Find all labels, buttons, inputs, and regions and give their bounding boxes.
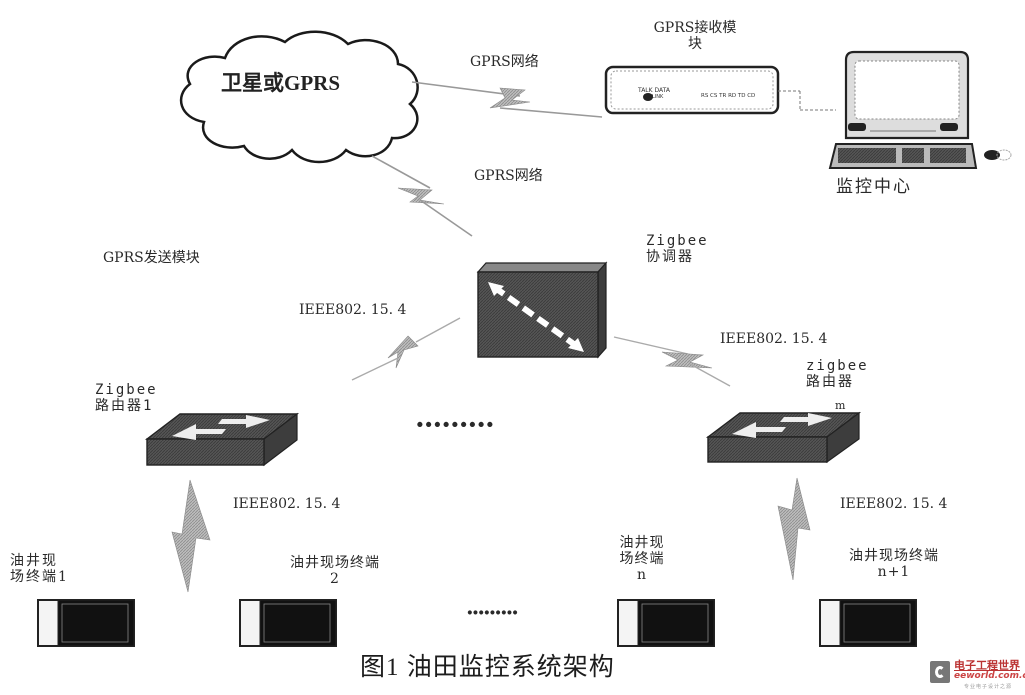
gprs-receiver-module bbox=[604, 65, 836, 115]
routers-ellipsis: ········· bbox=[415, 408, 495, 441]
led-icon bbox=[643, 93, 653, 101]
cloud-icon bbox=[179, 30, 419, 164]
gprs-receiver-label-line1: GPRS接收模 bbox=[653, 20, 737, 36]
router-1-label-line1: Zigbee bbox=[95, 382, 158, 398]
receiver-panel-left: TALK DATA bbox=[637, 87, 671, 94]
figure-caption: 图1 油田监控系统架构 bbox=[360, 654, 615, 681]
terminals-ellipsis: ········· bbox=[466, 600, 519, 626]
terminal-device-2-icon bbox=[239, 599, 337, 647]
terminal-n-label-line3: n bbox=[636, 567, 648, 584]
terminal-n-label-line1: 油井现 bbox=[619, 535, 665, 551]
gprs-sender-label: GPRS发送模块 bbox=[103, 250, 200, 266]
ieee-label-left: IEEE802. 15. 4 bbox=[299, 302, 407, 318]
zigbee-coordinator-icon bbox=[476, 261, 608, 359]
gprs-top-link-icon bbox=[411, 81, 603, 118]
terminal-n-label: 油井现 场终端 n bbox=[612, 535, 672, 583]
watermark-sub: 专业电子设计之源 bbox=[964, 684, 1013, 690]
terminal-1-label-line2: 场终端1 bbox=[10, 569, 69, 586]
terminal-n1-label-line1: 油井现场终端 bbox=[849, 548, 939, 564]
ieee-bottom-right-link-icon bbox=[777, 477, 811, 581]
terminal-2-label: 油井现场终端 2 bbox=[280, 555, 390, 587]
ieee-bottom-left-link-icon bbox=[171, 479, 211, 593]
ieee-right-link-icon bbox=[613, 336, 731, 387]
gprs-network-label-top: GPRS网络 bbox=[470, 54, 539, 70]
terminal-n1-label-line2: n+1 bbox=[877, 564, 911, 581]
router-m-index: m bbox=[835, 399, 846, 412]
terminal-2-label-line2: 2 bbox=[330, 571, 340, 588]
router-m-label: zigbee 路由器 bbox=[806, 358, 869, 390]
zigbee-router-m-icon bbox=[705, 411, 862, 464]
terminal-n1-label: 油井现场终端 n+1 bbox=[838, 548, 950, 580]
ieee-left-link-icon bbox=[351, 317, 461, 381]
router-m-label-line1: zigbee bbox=[806, 358, 869, 374]
terminal-device-n-icon bbox=[617, 599, 715, 647]
router-m-label-line2: 路由器 bbox=[806, 374, 854, 391]
coordinator-label-line1: Zigbee bbox=[646, 233, 709, 249]
coordinator-label-line2: 协调器 bbox=[646, 249, 694, 266]
ieee-label-bottom-left: IEEE802. 15. 4 bbox=[233, 496, 341, 512]
gprs-mid-link-icon bbox=[371, 155, 473, 237]
watermark-cn: 电子工程世界 bbox=[954, 659, 1020, 672]
gprs-network-label-mid: GPRS网络 bbox=[474, 168, 543, 184]
terminal-1-label: 油井现 场终端1 bbox=[10, 553, 69, 585]
receiver-panel-left2: LINK bbox=[652, 94, 664, 100]
receiver-panel-right: RS CS TR RD TD CD bbox=[701, 93, 755, 99]
watermark-en: eeworld.com.cn bbox=[954, 671, 1025, 681]
terminal-1-label-line1: 油井现 bbox=[10, 553, 58, 569]
monitor-center-label: 监控中心 bbox=[836, 177, 912, 197]
coordinator-label: Zigbee 协调器 bbox=[646, 233, 709, 265]
router-1-label-line2: 路由器1 bbox=[95, 398, 154, 415]
terminal-2-label-line1: 油井现场终端 bbox=[290, 555, 380, 571]
eeworld-watermark: 电子工程世界 eeworld.com.cn 专业电子设计之源 bbox=[928, 657, 1025, 691]
computer-icon bbox=[828, 50, 1012, 169]
eeworld-logo-icon bbox=[930, 661, 950, 683]
gprs-receiver-label: GPRS接收模 块 bbox=[633, 20, 757, 52]
terminal-device-1-icon bbox=[37, 599, 135, 647]
cloud-label: 卫星或GPRS bbox=[221, 71, 341, 95]
terminal-n-label-line2: 场终端 bbox=[619, 551, 665, 568]
terminal-device-n1-icon bbox=[819, 599, 917, 647]
gprs-receiver-label-line2: 块 bbox=[688, 36, 702, 53]
ieee-label-bottom-right: IEEE802. 15. 4 bbox=[840, 496, 948, 512]
ieee-label-right: IEEE802. 15. 4 bbox=[720, 331, 828, 347]
zigbee-router-1-icon bbox=[144, 412, 300, 467]
router-1-label: Zigbee 路由器1 bbox=[95, 382, 158, 414]
